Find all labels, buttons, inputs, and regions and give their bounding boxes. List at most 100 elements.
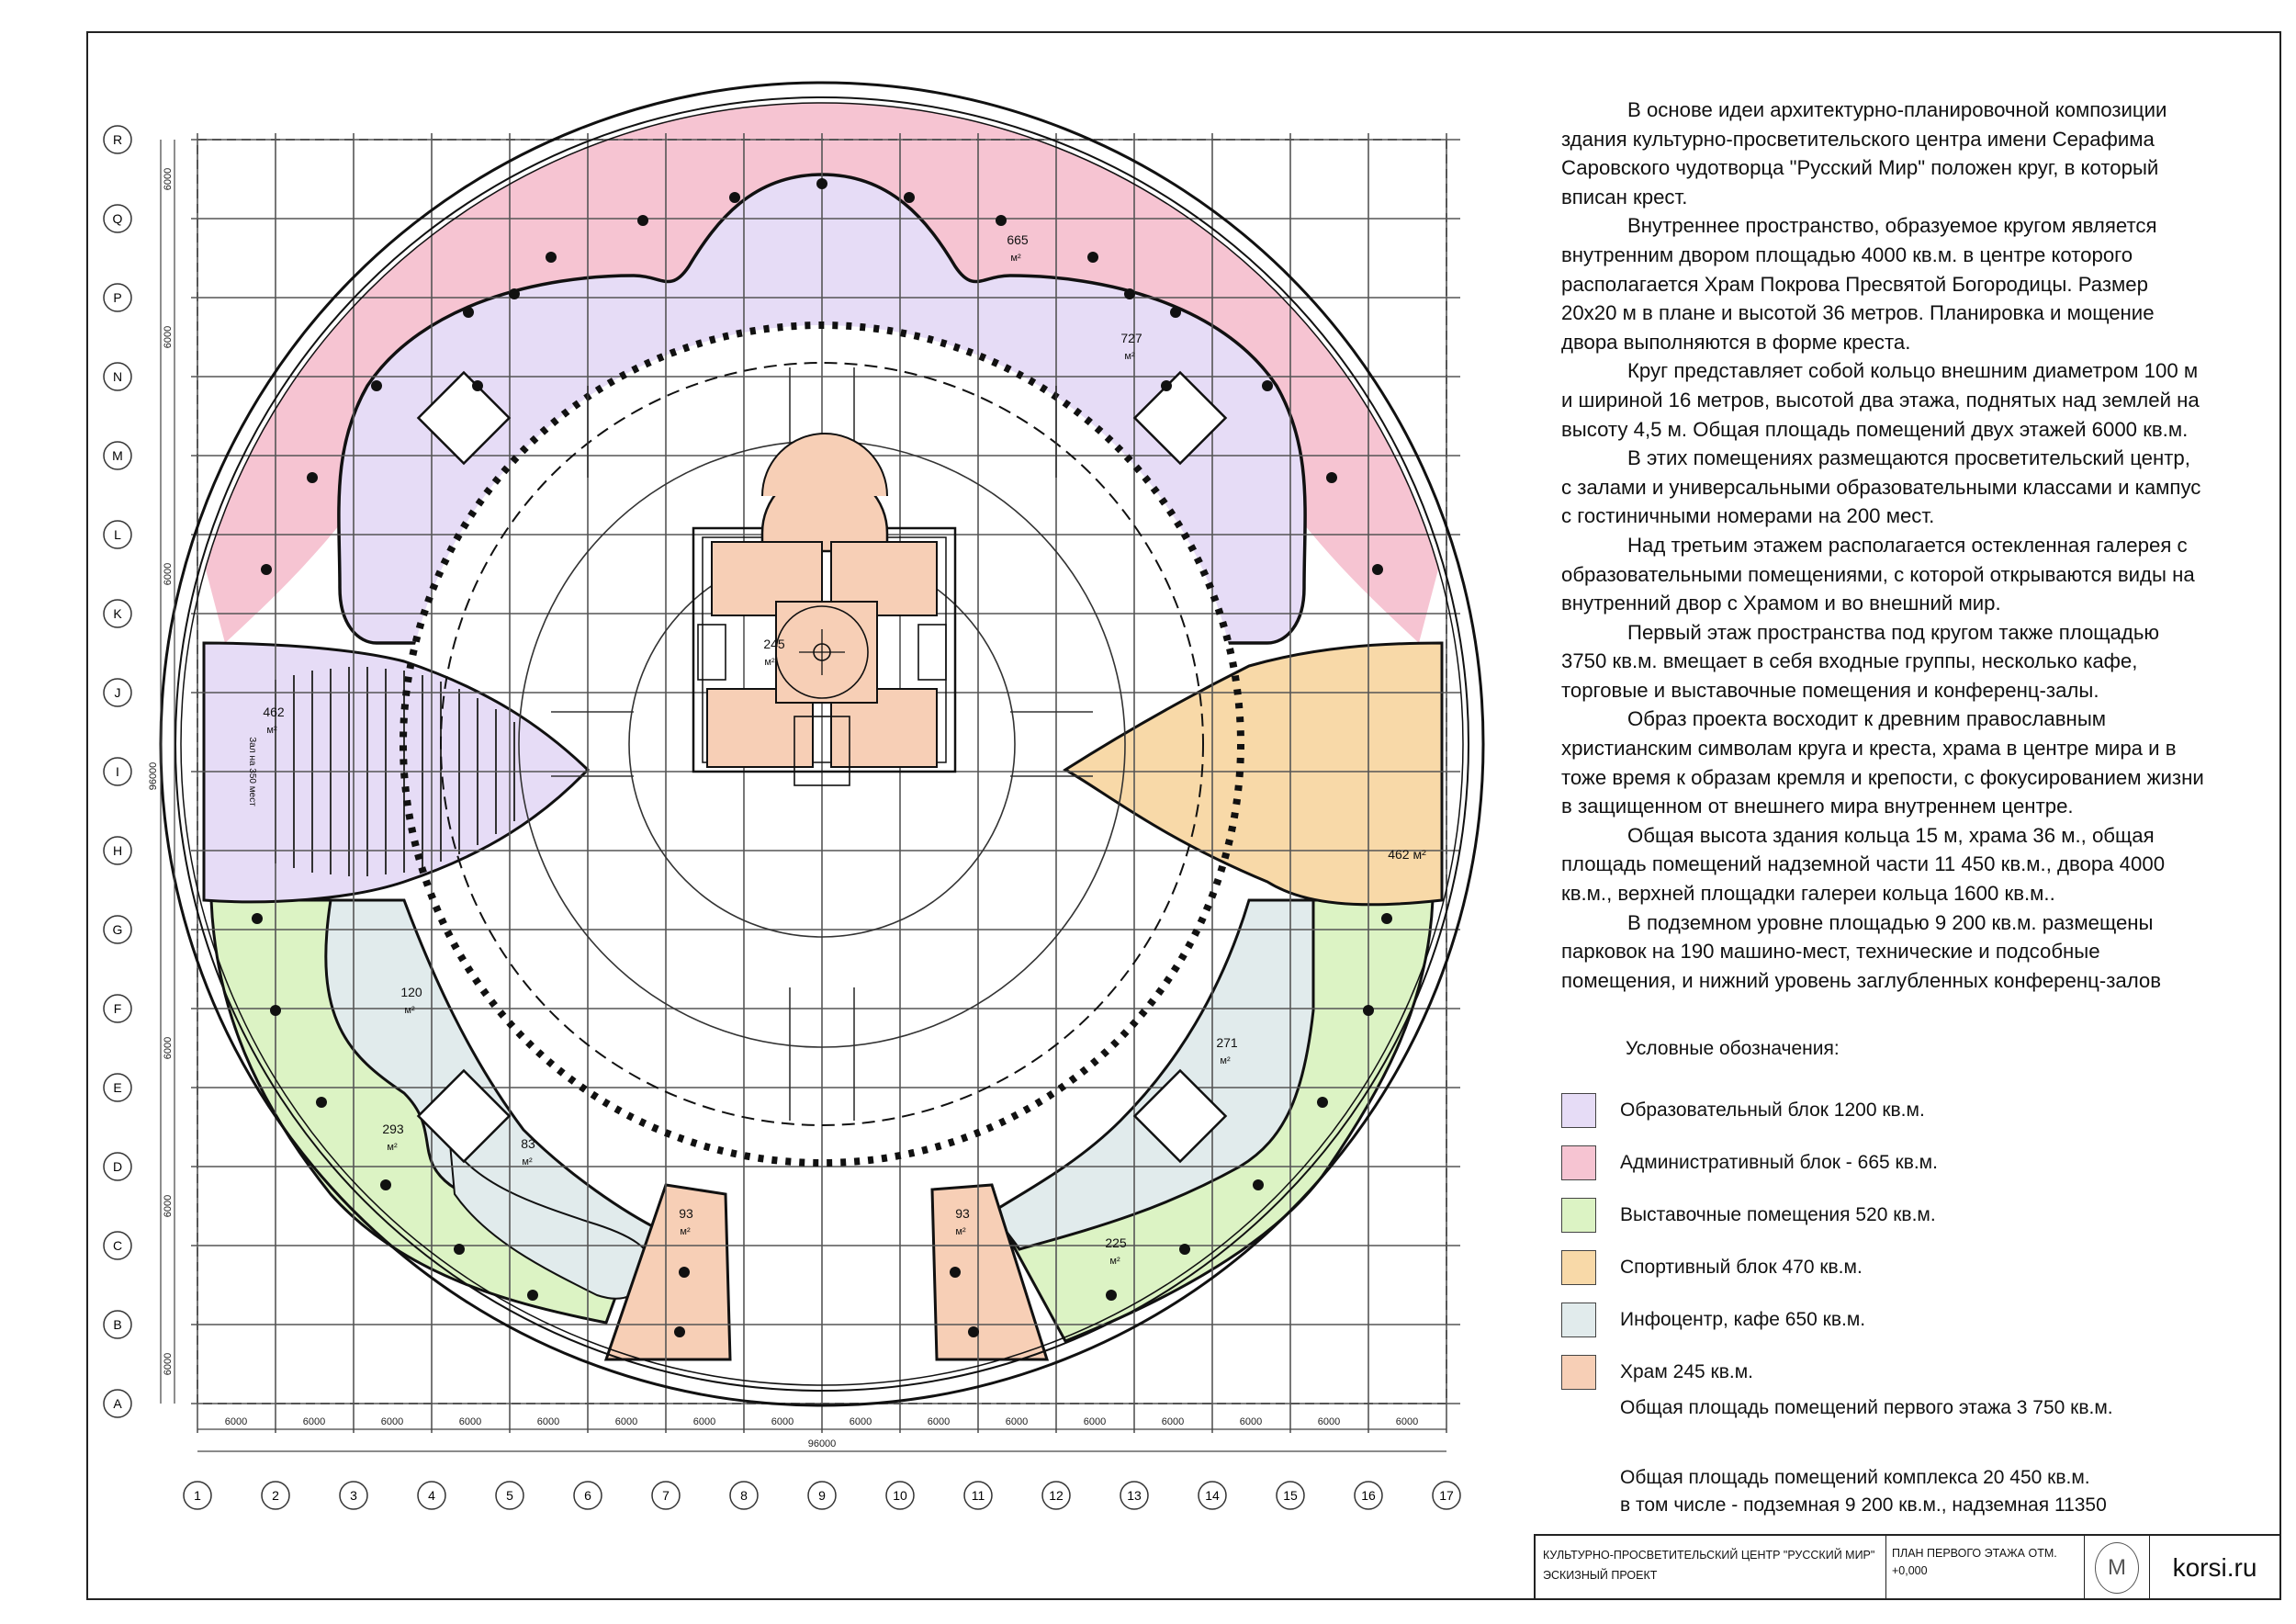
row-label: C: [113, 1238, 122, 1253]
title-block-logo: M: [2085, 1536, 2150, 1600]
legend-item-admin: Административный блок - 665 кв.м.: [1561, 1136, 2259, 1189]
legend-swatch: [1561, 1197, 1596, 1233]
project-description: В основе идеи архитектурно-планировочной…: [1561, 96, 2204, 995]
room-area: 245: [763, 637, 785, 651]
col-label: 11: [972, 1488, 985, 1503]
room-unit: м²: [1124, 351, 1135, 362]
structural-grid: [191, 133, 1460, 1433]
legend-label: Образовательный блок 1200 кв.м.: [1620, 1099, 1925, 1121]
row-label: R: [113, 132, 122, 147]
zone-chapels: [603, 1183, 1050, 1361]
sheet-name: ПЛАН ПЕРВОГО ЭТАЖА ОТМ.: [1892, 1547, 2057, 1560]
room-unit: м²: [1010, 253, 1021, 264]
room-area: 462 м²: [1388, 847, 1426, 862]
room-unit: м²: [522, 1156, 533, 1167]
span-dim: 6000: [1006, 1416, 1028, 1427]
room-area-labels: 665 м² 727 м² 462 м² Зал на 350 мест 245…: [247, 232, 1426, 1267]
legend-heading: Условные обозначения:: [1626, 1038, 1840, 1059]
room-area: 93: [679, 1206, 693, 1221]
dimension-lines: [160, 140, 1446, 1452]
span-dim: 6000: [693, 1416, 715, 1427]
legend-label: Инфоцентр, кафе 650 кв.м.: [1620, 1308, 1866, 1330]
room-unit: м²: [1220, 1055, 1231, 1066]
legend-swatch: [1561, 1354, 1596, 1390]
span-dim: 6000: [381, 1416, 403, 1427]
row-label: Q: [113, 211, 123, 226]
span-dim: 6000: [537, 1416, 559, 1427]
span-dim: 6000: [1162, 1416, 1184, 1427]
span-dim: 6000: [1240, 1416, 1262, 1427]
room-unit: м²: [404, 1005, 415, 1016]
row-label: H: [113, 843, 122, 858]
legend-swatch: [1561, 1249, 1596, 1285]
total-breakdown: в том числе - подземная 9 200 кв.м., над…: [1620, 1494, 2107, 1516]
span-dim: 6000: [225, 1416, 247, 1427]
row-label: B: [113, 1317, 121, 1332]
room-area: 727: [1120, 331, 1142, 345]
row-axis-markers: R Q P N M L K J I H G F E D C B A: [103, 125, 132, 1418]
room-area: 120: [400, 985, 422, 999]
span-dim-vertical: 6000: [163, 1353, 174, 1375]
row-label: F: [114, 1001, 122, 1016]
span-dim: 6000: [928, 1416, 950, 1427]
col-label: 3: [350, 1488, 357, 1503]
description-paragraph: Над третьим этажем располагается остекле…: [1561, 533, 2195, 615]
legend-item-education: Образовательный блок 1200 кв.м.: [1561, 1084, 2259, 1136]
room-unit: м²: [764, 657, 775, 668]
span-dim-vertical: 6000: [163, 168, 174, 190]
col-label: 8: [740, 1488, 748, 1503]
col-label: 4: [428, 1488, 435, 1503]
span-dim-vertical: 6000: [163, 326, 174, 348]
span-dim: 6000: [771, 1416, 793, 1427]
span-dim: 6000: [615, 1416, 637, 1427]
description-paragraph: Образ проекта восходит к древним правосл…: [1561, 707, 2204, 818]
row-label: D: [113, 1159, 122, 1174]
legend-item-sport: Спортивный блок 470 кв.м.: [1561, 1241, 2259, 1293]
row-label: J: [115, 685, 121, 700]
zone-hall: [202, 641, 591, 904]
row-label: A: [113, 1396, 122, 1411]
col-label: 15: [1283, 1488, 1298, 1503]
description-paragraph: В основе идеи архитектурно-планировочной…: [1561, 98, 2167, 209]
area-totals: Общая площадь помещений первого этажа 3 …: [1620, 1394, 2245, 1527]
span-dim-vertical: 6000: [163, 563, 174, 585]
room-unit: м²: [680, 1226, 691, 1237]
row-label: E: [113, 1080, 121, 1095]
title-block-sheet: ПЛАН ПЕРВОГО ЭТАЖА ОТМ. +0,000: [1886, 1536, 2085, 1600]
room-area: 93: [955, 1206, 970, 1221]
legend-swatch: [1561, 1145, 1596, 1180]
col-label: 13: [1127, 1488, 1142, 1503]
description-paragraph: В этих помещениях размещаются просветите…: [1561, 446, 2201, 528]
legend-item-infocenter: Инфоцентр, кафе 650 кв.м.: [1561, 1293, 2259, 1346]
project-stage: ЭСКИЗНЫЙ ПРОЕКТ: [1543, 1569, 1658, 1582]
stair-cores: [416, 370, 1228, 1164]
description-paragraph: В подземном уровне площадью 9 200 кв.м. …: [1561, 910, 2162, 992]
row-label: G: [113, 922, 123, 937]
row-label: I: [116, 764, 119, 779]
col-label: 2: [272, 1488, 279, 1503]
row-label: P: [113, 290, 121, 305]
room-area: 665: [1007, 232, 1029, 247]
project-name: КУЛЬТУРНО-ПРОСВЕТИТЕЛЬСКИЙ ЦЕНТР "РУССКИ…: [1543, 1549, 1875, 1562]
zone-sport: [1063, 641, 1444, 907]
zone-infocenter: [324, 898, 1315, 1300]
span-dim: 6000: [850, 1416, 872, 1427]
total-dim-vertical: 96000: [148, 762, 159, 791]
room-area: 462: [263, 705, 285, 719]
col-label: 12: [1049, 1488, 1064, 1503]
span-dim: 6000: [1396, 1416, 1418, 1427]
span-dim-vertical: 6000: [163, 1195, 174, 1217]
description-paragraph: Первый этаж пространства под кругом такж…: [1561, 620, 2160, 702]
col-label: 1: [194, 1488, 201, 1503]
legend-swatch: [1561, 1302, 1596, 1337]
legend-label: Спортивный блок 470 кв.м.: [1620, 1256, 1863, 1278]
dimension-texts: 6000 6000 6000 6000 6000 6000 6000 6000 …: [148, 168, 1418, 1449]
span-dim-vertical: 6000: [163, 1037, 174, 1059]
hall-caption: Зал на 350 мест: [247, 737, 257, 806]
col-label: 10: [893, 1488, 907, 1503]
room-area: 225: [1105, 1235, 1127, 1250]
span-dim: 6000: [303, 1416, 325, 1427]
legend-label: Административный блок - 665 кв.м.: [1620, 1151, 1938, 1173]
col-label: 7: [662, 1488, 670, 1503]
legend-item-temple: Храм 245 кв.м.: [1561, 1346, 2259, 1398]
